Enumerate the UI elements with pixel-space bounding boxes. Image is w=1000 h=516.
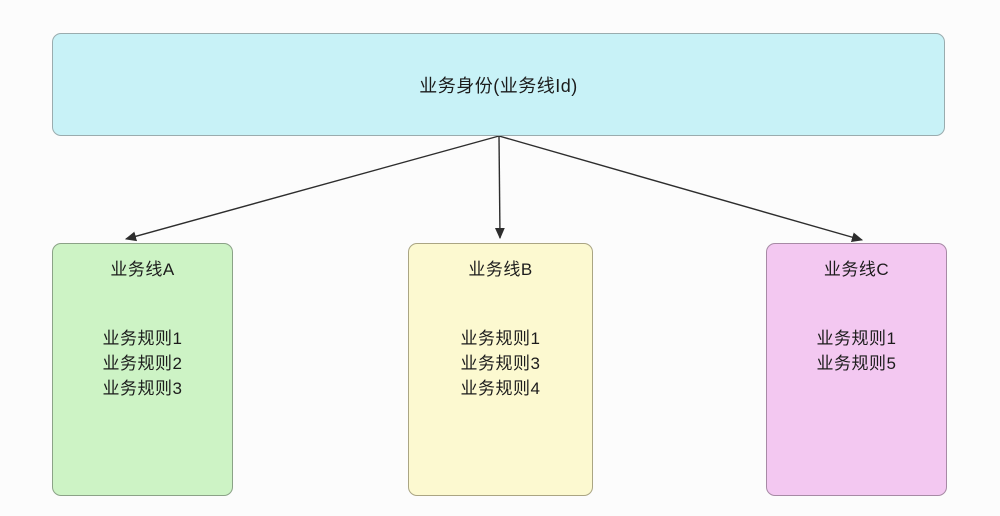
rule-item: 业务规则1	[102, 329, 183, 348]
branch-b-rules: 业务规则1 业务规则3 业务规则4	[409, 326, 592, 401]
arrow-root-to-branch-c	[498, 135, 864, 242]
node-business-identity: 业务身份(业务线Id)	[52, 33, 945, 136]
rule-item: 业务规则1	[816, 329, 897, 348]
node-business-line-a: 业务线A 业务规则1 业务规则2 业务规则3	[52, 243, 233, 496]
rule-item: 业务规则4	[460, 379, 541, 398]
rule-item: 业务规则5	[816, 354, 897, 373]
node-business-line-b: 业务线B 业务规则1 业务规则3 业务规则4	[408, 243, 593, 496]
rule-item: 业务规则3	[460, 354, 541, 373]
rule-item: 业务规则2	[102, 354, 183, 373]
branch-b-title: 业务线B	[468, 260, 533, 279]
node-business-identity-title: 业务身份(业务线Id)	[419, 75, 578, 96]
branch-c-title: 业务线C	[823, 260, 890, 279]
branch-a-rules: 业务规则1 业务规则2 业务规则3	[53, 326, 232, 401]
rule-item: 业务规则3	[102, 379, 183, 398]
node-business-line-c: 业务线C 业务规则1 业务规则5	[766, 243, 947, 496]
rule-item: 业务规则1	[460, 329, 541, 348]
branch-c-rules: 业务规则1 业务规则5	[767, 326, 946, 376]
branch-a-title: 业务线A	[110, 260, 175, 279]
arrow-root-to-branch-a	[124, 135, 500, 242]
arrow-root-to-branch-b	[494, 135, 505, 240]
